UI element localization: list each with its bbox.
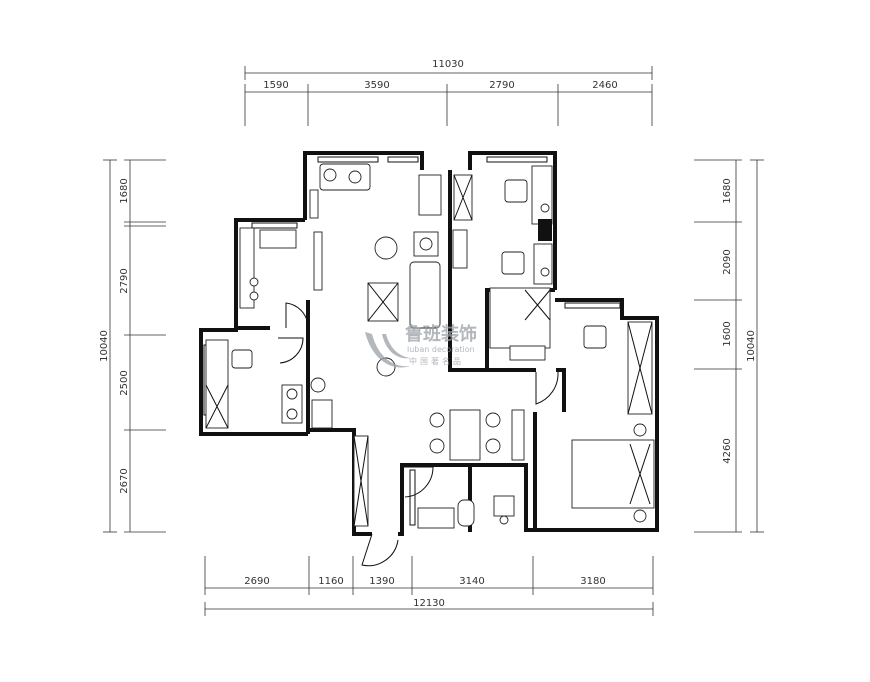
sofa xyxy=(409,261,441,329)
right-segment-2: 2090 xyxy=(722,249,733,274)
plant xyxy=(310,377,326,393)
dining-window xyxy=(387,156,419,163)
top-total-dimension: 11030 xyxy=(432,59,464,70)
balcony-cabinet xyxy=(205,339,229,429)
left-dimension-chain: 10040 1680 2790 2500 2670 xyxy=(99,159,166,533)
bottom-dimension-chain: 2690 1160 1390 3140 3180 12130 xyxy=(204,556,654,616)
bedroom-door xyxy=(535,371,559,405)
furniture xyxy=(205,163,655,529)
bottom-segment-1: 2690 xyxy=(244,576,269,587)
watermark-brand: 鲁班装饰 xyxy=(405,323,477,345)
dining-chair-3 xyxy=(485,412,501,428)
left-segment-3: 2500 xyxy=(119,370,130,395)
kitchen-door xyxy=(285,302,309,328)
top-segment-2: 3590 xyxy=(364,80,389,91)
left-total-dimension: 10040 xyxy=(99,330,110,362)
right-segment-3: 1600 xyxy=(722,321,733,346)
shoe-cabinet xyxy=(311,399,333,429)
dining-chair-1 xyxy=(429,412,445,428)
right-total-dimension: 10040 xyxy=(746,330,757,362)
top-segment-3: 2790 xyxy=(489,80,514,91)
watermark-sub-cn: 中国著名品 xyxy=(409,356,464,366)
kitchen-window xyxy=(251,222,298,229)
master-nightstand-2 xyxy=(633,509,647,523)
cabinet-column-1 xyxy=(418,174,442,216)
top-segment-4: 2460 xyxy=(592,80,617,91)
bedroom-north-window xyxy=(486,156,548,163)
kitchen-sink xyxy=(259,229,297,249)
balcony-chair xyxy=(231,349,253,369)
left-segment-1: 1680 xyxy=(119,178,130,203)
dining-sideboard xyxy=(511,409,525,461)
bedroom-east-window xyxy=(564,302,621,309)
left-segment-4: 2670 xyxy=(119,468,130,493)
kitchen-counter xyxy=(239,227,255,309)
bottom-segment-2: 1160 xyxy=(318,576,343,587)
left-wall-cabinet xyxy=(309,189,319,219)
wardrobe-corridor xyxy=(452,229,468,269)
top-dimension-chain: 11030 1590 3590 2790 2460 xyxy=(244,59,653,126)
brand-logo-icon xyxy=(365,332,410,368)
right-segment-1: 1680 xyxy=(722,178,733,203)
toilet xyxy=(457,499,475,527)
bathroom-door xyxy=(404,466,434,498)
master-nightstand-1 xyxy=(633,423,647,437)
master-bed xyxy=(571,439,655,509)
top-segment-1: 1590 xyxy=(263,80,288,91)
watermark: 鲁班装饰 luban decoration 中国著名品 xyxy=(365,323,477,368)
master-armchair xyxy=(583,325,607,349)
stove-burner-1 xyxy=(249,277,259,287)
study-window xyxy=(409,469,416,526)
watermark-sub-en: luban decoration xyxy=(407,345,475,354)
dining-chair-4 xyxy=(485,438,501,454)
left-segment-2: 2790 xyxy=(119,268,130,293)
doors xyxy=(278,302,559,567)
bottom-segment-3: 1390 xyxy=(369,576,394,587)
dining-chair-2 xyxy=(429,438,445,454)
armchair-top xyxy=(374,236,398,260)
lounge-chairs xyxy=(319,163,371,191)
bedroom2-chair-bottom xyxy=(501,251,525,275)
bedroom2-cabinet xyxy=(533,243,553,285)
entry-door xyxy=(361,533,399,567)
living-window xyxy=(317,156,379,163)
bedroom2-side-table xyxy=(509,345,546,361)
fridge xyxy=(313,231,323,291)
bathroom-shelf xyxy=(493,495,515,517)
bedroom2-chair-top xyxy=(504,179,528,203)
right-dimension-chain: 1680 2090 1600 4260 10040 xyxy=(694,159,764,533)
bedroom2-dark-panel xyxy=(538,219,552,241)
bedroom2-wardrobe xyxy=(531,165,553,225)
right-segment-4: 4260 xyxy=(722,438,733,463)
bottom-segment-5: 3180 xyxy=(580,576,605,587)
bedroom2-bed xyxy=(489,287,551,349)
bottom-segment-4: 3140 xyxy=(459,576,484,587)
stove-burner-2 xyxy=(249,291,259,301)
bathroom-vanity xyxy=(417,507,455,529)
bottom-total-dimension: 12130 xyxy=(413,598,445,609)
exterior-walls xyxy=(199,151,659,536)
dining-table xyxy=(449,409,481,461)
balcony-door xyxy=(278,337,304,364)
